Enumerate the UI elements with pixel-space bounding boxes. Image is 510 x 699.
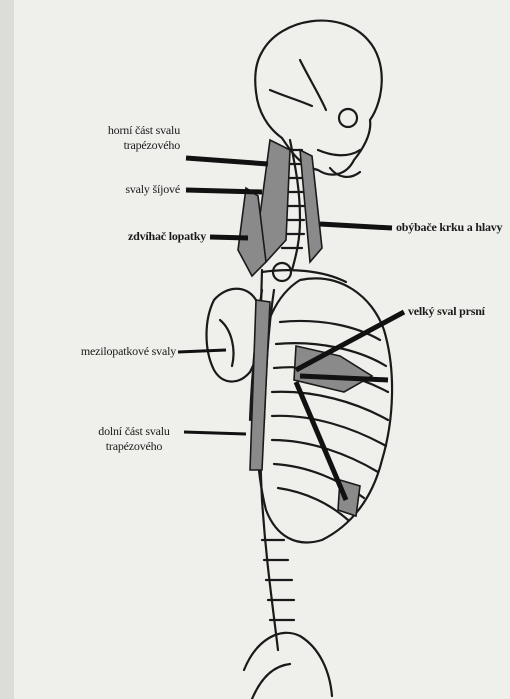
label-neck-muscles: svaly šíjové <box>64 182 180 197</box>
pointer-lower-trapezius <box>184 432 246 434</box>
shoulder-joint <box>273 263 291 281</box>
skull-suture <box>270 60 326 110</box>
label-rhomboids: mezilopatkové svaly <box>52 344 176 359</box>
lower-trapezius-muscle <box>250 300 270 470</box>
label-lower-trapezius-line2: trapézového <box>84 439 184 454</box>
label-upper-trapezius-line2: trapézového <box>64 138 180 153</box>
label-lower-trapezius: dolní část svalu trapézového <box>84 424 184 454</box>
label-scapula-lifter: zdvíhač lopatky <box>64 229 206 244</box>
label-upper-trapezius-line1: horní část svalu <box>64 123 180 138</box>
eye-socket <box>339 109 357 127</box>
label-neck-head-rotators: obýbače krku a hlavy <box>396 220 508 235</box>
label-upper-trapezius: horní část svalu trapézového <box>64 123 180 153</box>
pointer-upper-trapezius <box>186 158 268 164</box>
label-lower-trapezius-line1: dolní část svalu <box>84 424 184 439</box>
scapula-inner <box>220 320 234 366</box>
label-pectoralis-major: velký sval prsní <box>408 304 504 319</box>
pointer-scapula-lifter <box>210 237 248 238</box>
pointer-rhomboids <box>178 350 226 352</box>
pointer-neck-head-rotators <box>320 224 392 228</box>
pelvis <box>244 633 332 699</box>
pointer-neck-muscles <box>186 190 262 192</box>
